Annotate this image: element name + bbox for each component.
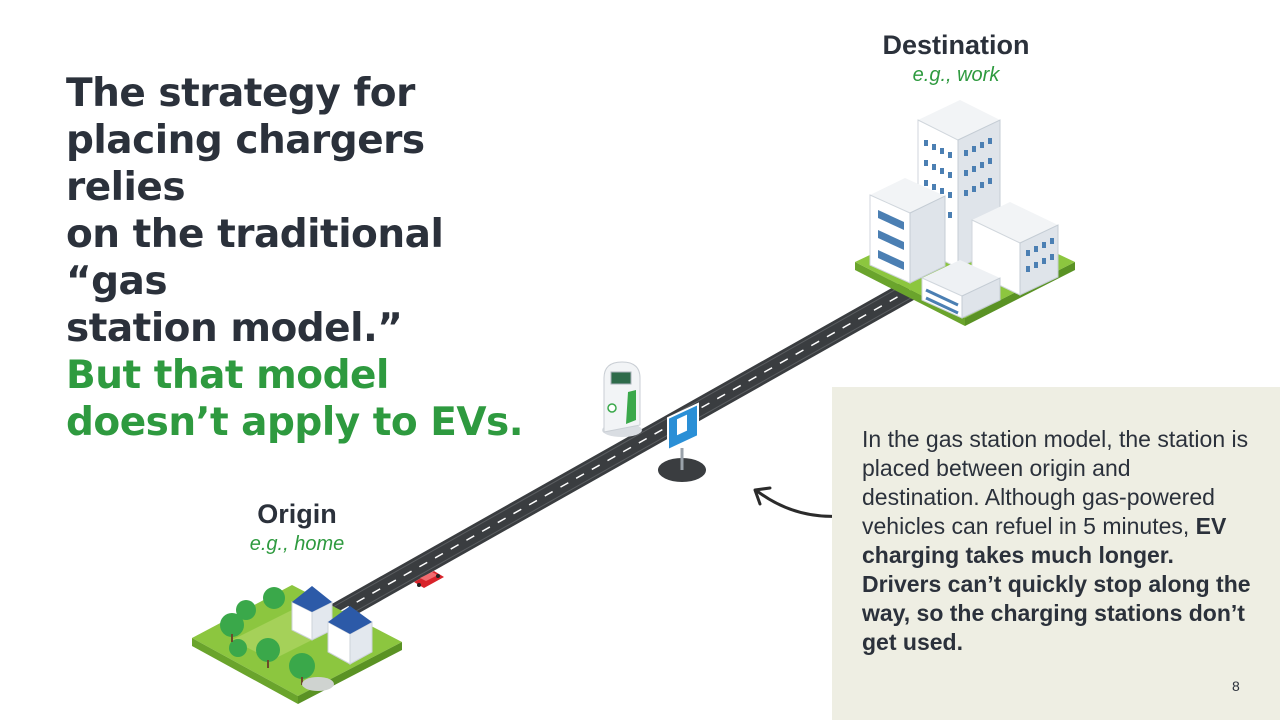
building-cluster-icon — [855, 100, 1075, 326]
destination-title: Destination — [882, 30, 1030, 60]
car-icon — [414, 571, 444, 588]
charger-icon — [602, 361, 642, 437]
headline-line-1: The strategy for — [66, 71, 415, 116]
page-number: 8 — [1232, 678, 1240, 694]
headline-line-3: on the traditional “gas — [66, 212, 444, 304]
gas-sign-icon — [658, 402, 706, 482]
origin-title: Origin — [257, 499, 337, 529]
headline: The strategy for placing chargers relies… — [66, 70, 546, 446]
road — [330, 276, 935, 617]
callout-text-plain: In the gas station model, the station is… — [862, 426, 1249, 539]
arrow-icon — [753, 486, 844, 518]
headline-line-6: doesn’t apply to EVs. — [66, 400, 524, 445]
destination-subtitle: e.g., work — [912, 64, 1000, 86]
origin-subtitle: e.g., home — [249, 533, 345, 555]
callout-text-bold: EV charging takes much longer. Drivers c… — [862, 513, 1251, 655]
headline-line-4: station model.” — [66, 306, 403, 351]
headline-line-2: placing chargers relies — [66, 118, 425, 210]
callout-text: In the gas station model, the station is… — [862, 425, 1254, 657]
houses-icon — [192, 585, 402, 704]
explanation-callout: In the gas station model, the station is… — [832, 387, 1280, 720]
headline-line-5: But that model — [66, 353, 389, 398]
